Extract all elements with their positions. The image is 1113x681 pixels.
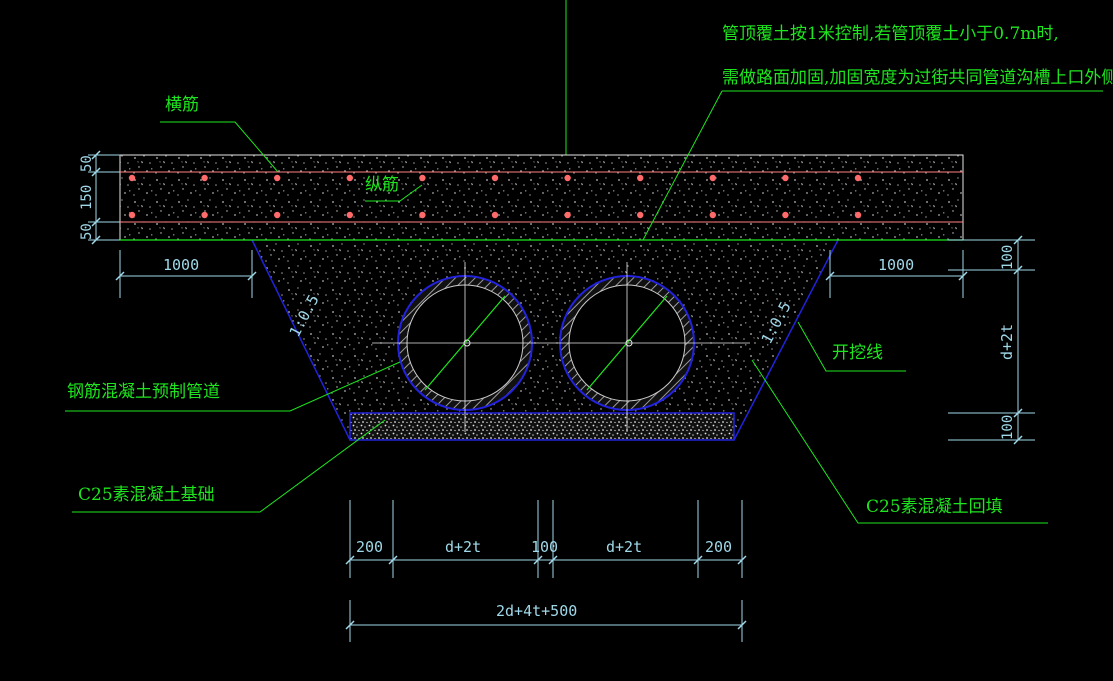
rebar-dot xyxy=(709,174,716,182)
rebar-dot xyxy=(201,174,208,182)
rebar-dot xyxy=(419,211,426,219)
dim-right-mid: d+2t xyxy=(998,324,1016,360)
rebar-dot xyxy=(201,211,208,219)
dimension-ticks xyxy=(91,150,1023,630)
rebar-dot xyxy=(128,174,136,182)
excavation-line-left xyxy=(251,239,351,441)
diameter-leaders xyxy=(424,295,668,391)
rebar-dot xyxy=(419,174,426,182)
note-line-1: 管顶覆土按1米控制,若管顶覆土小于0.7m时, xyxy=(722,24,1059,44)
trench-backfill xyxy=(252,240,838,440)
dim-bottom-1: 200 xyxy=(356,538,383,556)
dim-bottom-5: 200 xyxy=(705,538,732,556)
dim-right-top: 100 xyxy=(1000,245,1016,270)
note-leader-diag xyxy=(642,90,723,241)
rebar-dot xyxy=(274,174,281,182)
rebar-dot xyxy=(782,174,789,182)
rebar-dot xyxy=(491,174,499,182)
rebar-dot xyxy=(854,174,862,182)
excavation-line-right xyxy=(733,239,839,441)
dim-slab-bottom: 50 xyxy=(79,223,95,240)
reinforced-slab xyxy=(119,154,964,241)
dim-bottom-3: 100 xyxy=(531,538,558,556)
label-longitudinal-rebar: 纵筋 xyxy=(365,175,399,195)
leader-base xyxy=(72,419,386,513)
rebar-dot xyxy=(346,174,353,182)
leader-precast-pipe xyxy=(65,361,401,412)
leader-longitudinal-rebar xyxy=(365,184,423,202)
leader-transverse-rebar xyxy=(160,121,279,173)
pipe-centers xyxy=(463,339,633,347)
rebar-dot xyxy=(491,211,499,219)
label-backfill: C25素混凝土回填 xyxy=(866,497,1003,517)
leader-excavation-line xyxy=(797,321,906,372)
dim-total: 2d+4t+500 xyxy=(496,602,577,620)
rebar-dot xyxy=(564,211,571,219)
dim-left-ext: 1000 xyxy=(163,256,199,274)
pipe-axes xyxy=(372,262,750,432)
rebar-dot xyxy=(128,211,136,219)
rebar-dot xyxy=(709,211,716,219)
rebar-dots xyxy=(128,174,862,219)
leader-backfill xyxy=(751,359,1048,524)
concrete-base xyxy=(349,412,735,441)
rebar-dot xyxy=(564,174,571,182)
label-transverse-rebar: 横筋 xyxy=(165,95,199,115)
label-base: C25素混凝土基础 xyxy=(78,485,215,505)
note-line-2: 需做路面加固,加固宽度为过街共同管道沟槽上口外侧各1米。 xyxy=(722,68,1113,88)
dim-right-bottom: 100 xyxy=(1000,415,1016,440)
dim-bottom-2: d+2t xyxy=(445,538,481,556)
rebar-dot xyxy=(782,211,789,219)
dim-slab-top: 50 xyxy=(79,155,95,172)
rebar-dot xyxy=(854,211,862,219)
dimension-lines xyxy=(88,154,1035,642)
dim-right-ext: 1000 xyxy=(878,256,914,274)
rebar-dot xyxy=(637,174,644,182)
rebar-dot xyxy=(346,211,353,219)
label-excavation-line: 开挖线 xyxy=(832,343,883,363)
rebar-dot xyxy=(274,211,281,219)
dim-slab-mid: 150 xyxy=(79,185,95,210)
label-precast-pipe: 钢筋混凝土预制管道 xyxy=(67,382,220,402)
rebar-dot xyxy=(637,211,644,219)
dim-bottom-4: d+2t xyxy=(606,538,642,556)
